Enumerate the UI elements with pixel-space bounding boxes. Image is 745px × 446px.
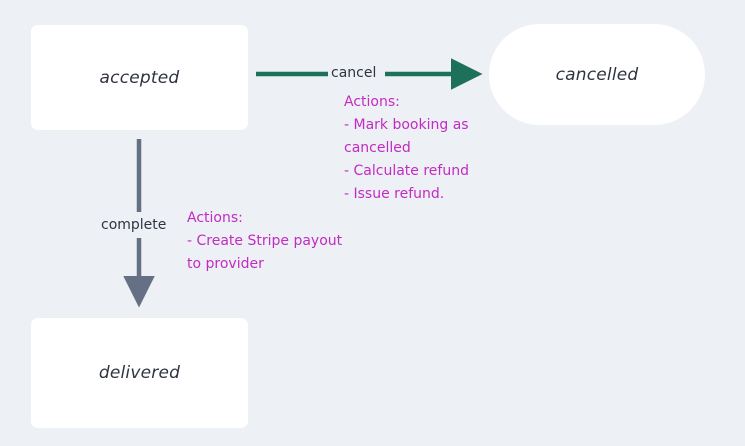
actions-heading: Actions: (187, 210, 243, 226)
actions-item: to provider (187, 256, 264, 272)
transition-label-cancel: cancel (331, 65, 377, 81)
actions-item: - Calculate refund (344, 163, 469, 179)
state-node-delivered[interactable]: delivered (31, 318, 248, 428)
state-node-accepted[interactable]: accepted (31, 25, 248, 130)
transition-label-complete: complete (101, 217, 167, 233)
state-node-cancelled-label: cancelled (555, 64, 639, 85)
transition-actions-complete: Actions: - Create Stripe payout to provi… (187, 207, 362, 276)
state-node-cancelled[interactable]: cancelled (489, 24, 705, 125)
transition-actions-cancel: Actions: - Mark booking as cancelled - C… (344, 91, 494, 206)
actions-heading: Actions: (344, 94, 400, 110)
state-node-delivered-label: delivered (98, 363, 181, 383)
actions-item: - Mark booking as (344, 117, 469, 133)
state-node-accepted-label: accepted (99, 67, 180, 88)
actions-item: - Create Stripe payout (187, 233, 343, 249)
actions-item: - Issue refund. (344, 186, 445, 202)
actions-item: cancelled (344, 140, 411, 156)
